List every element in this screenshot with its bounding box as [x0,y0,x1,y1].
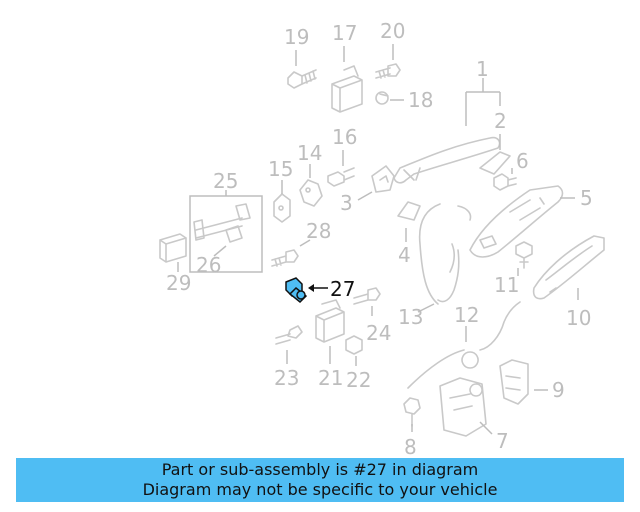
part-29-bracket: 29 [159,233,191,295]
part-24-bolt: 24 [353,287,391,345]
part-23-label: 23 [274,366,299,390]
part-23-bolt: 23 [274,325,303,390]
part-10-inner-handle: 10 [532,235,605,330]
part-2-label: 2 [494,109,507,133]
part-5-label: 5 [580,186,593,210]
part-6-label: 6 [516,149,529,173]
banner-line-2: Diagram may not be specific to your vehi… [142,480,498,499]
part-13-label: 13 [398,305,423,329]
part-21-bracket: 21 [315,299,345,390]
banner-line-1: Part or sub-assembly is #27 in diagram [161,460,479,479]
part-26-label: 26 [196,253,221,277]
part-8-label: 8 [404,435,417,458]
part-1-label: 1 [476,57,489,81]
part-2-handle-cover: 2 [479,109,511,175]
part-15-cover: 15 [268,157,293,223]
part-5-handle-frame: 5 [469,185,593,258]
part-14-cap: 14 [297,141,323,207]
part-27-bolt-highlighted: 27 [285,277,355,304]
part-18-nut: 18 [375,88,433,112]
part-14-label: 14 [297,141,322,165]
part-7-label: 7 [496,429,509,453]
part-11-label: 11 [494,273,519,297]
part-1-outer-handle: 1 [393,57,501,184]
part-11-bolt: 11 [494,241,533,297]
part-24-label: 24 [366,321,391,345]
part-17-bracket: 17 [331,21,363,113]
part-12-label: 12 [454,303,479,327]
part-6-bolt: 6 [493,149,529,191]
part-28-label: 28 [306,219,331,243]
part-4-cable: 4 [397,201,472,305]
part-27-label: 27 [330,277,355,301]
part-21-label: 21 [318,366,343,390]
part-29-label: 29 [166,271,191,295]
part-19-bolt: 19 [284,25,317,89]
part-17-label: 17 [332,21,357,45]
part-3-bracket: 3 [340,165,395,215]
part-9-bracket: 9 [499,359,565,405]
part-25-door-check-group: 25 26 [189,169,263,277]
part-9-label: 9 [552,378,565,402]
part-20-label: 20 [380,19,405,43]
part-info-banner: Part or sub-assembly is #27 in diagram D… [16,458,624,502]
part-15-label: 15 [268,157,293,181]
part-19-label: 19 [284,25,309,49]
part-22-nut: 22 [345,335,371,392]
parts-diagram: 19 17 20 18 16 14 15 3 [159,19,605,458]
part-7-latch: 7 [439,377,509,453]
part-25-label: 25 [213,169,238,193]
part-22-label: 22 [346,368,371,392]
part-8-screw: 8 [403,397,421,458]
part-3-label: 3 [340,191,353,215]
part-16-label: 16 [332,125,357,149]
part-12-cable: 12 [407,301,521,389]
part-20-bolt: 20 [375,19,405,79]
part-18-label: 18 [408,88,433,112]
part-16-bolt: 16 [327,125,357,187]
part-28-bolt: 28 [271,219,331,267]
part-4-label: 4 [398,243,411,267]
part-10-label: 10 [566,306,591,330]
part-13-cable: 13 [398,249,460,329]
